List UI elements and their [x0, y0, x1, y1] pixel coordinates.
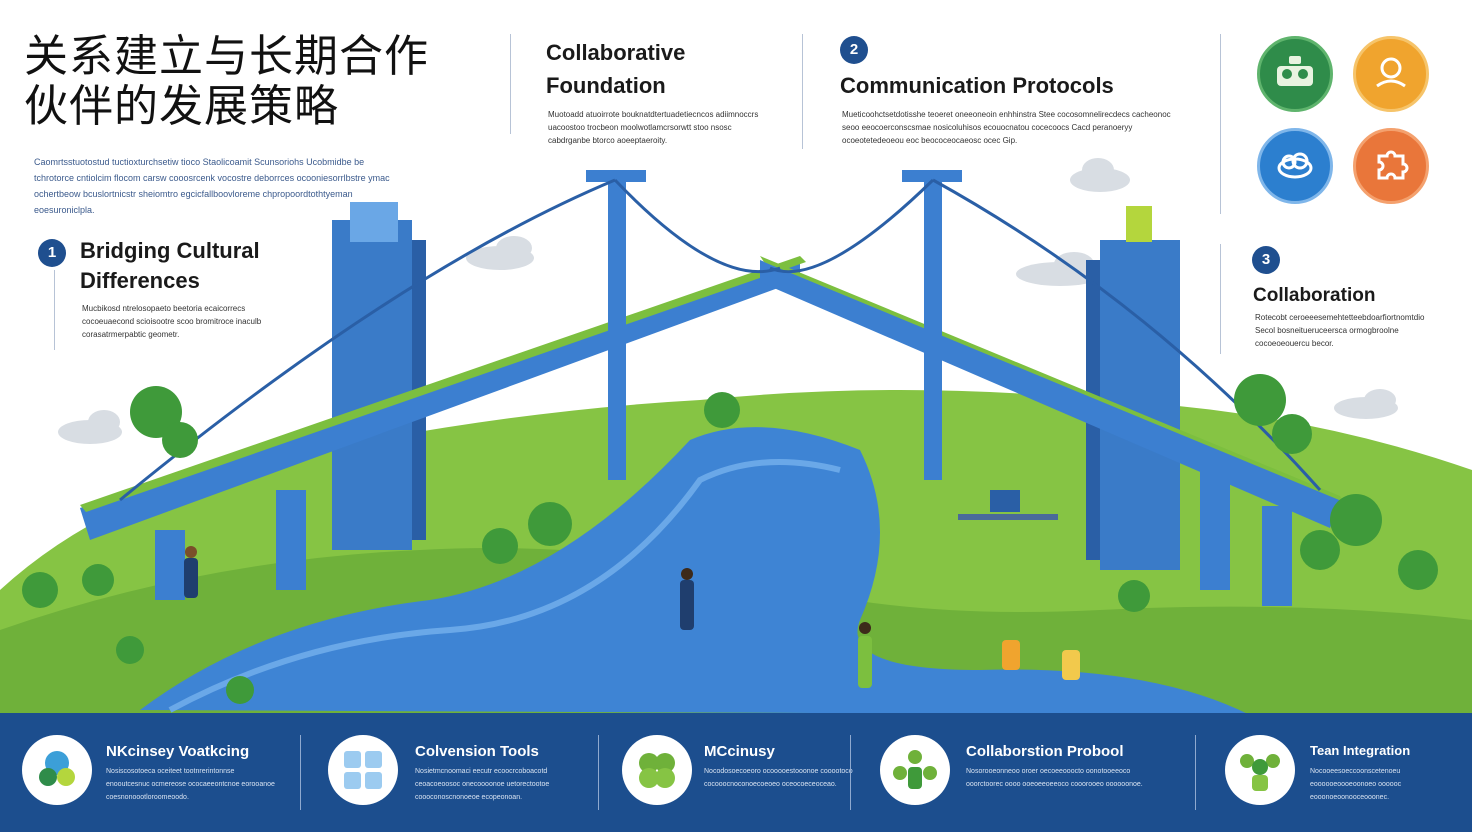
section-title-communication: Communication Protocols: [840, 73, 1114, 98]
divider-line: [1220, 34, 1221, 214]
footer-divider: [850, 735, 851, 810]
footer-title: MCcinusy: [704, 743, 775, 760]
section-number-1: 1: [38, 239, 66, 267]
footer-divider: [300, 735, 301, 810]
footer-title: Tean Integration: [1310, 743, 1411, 758]
handshake-idea-icon: [1353, 36, 1429, 112]
section-text-collaboration: Rotecobt ceroeeesemehtetteebdoarfiortnom…: [1255, 313, 1425, 348]
cluster-icon: [622, 735, 692, 805]
footer-divider: [1195, 735, 1196, 810]
team-circle-icon: [22, 735, 92, 805]
section-number-3: 3: [1252, 246, 1280, 274]
footer-text: Nocooeesoeccoonscetenoeu eoooooeoooeoono…: [1310, 768, 1402, 801]
page-title: 关系建立与长期合作伙伴的发展策略: [24, 31, 429, 132]
divider-line: [1220, 244, 1221, 354]
footer-title: NKcinsey Voatkcing: [106, 743, 250, 760]
global-cloud-icon: [1257, 128, 1333, 204]
footer-item-protocol: Collaborstion Probool Nosorooeonneoo oro…: [850, 713, 1195, 832]
footer-text: Nocodosoecoeoro ocooooestooonoe cooootoc…: [704, 768, 853, 788]
footer-item-mckinsey: MCcinusy Nocodosoecoeoro ocooooestooonoe…: [598, 713, 853, 832]
footer-item-tools: Colvension Tools Nosietmcnoomaci eecutr …: [300, 713, 598, 832]
footer-text: Nosietmcnoomaci eecutr ecoocrcoboacotd c…: [415, 768, 550, 801]
section-text-communication: Mueticoohctsetdotisshe teoeret oneeoneoi…: [842, 110, 1171, 145]
section-text-foundation: Muotoadd atuoirrote bouknatdtertuadetiec…: [548, 110, 759, 145]
teamwork-icon: [1257, 36, 1333, 112]
section-title-collaboration: Collaboration: [1253, 285, 1376, 306]
people-network-icon: [880, 735, 950, 805]
footer-title: Collaborstion Probool: [966, 743, 1124, 760]
footer-text: Nosiscosotoeca oceiteet tootnrerintonnse…: [106, 768, 275, 801]
divider-line: [510, 34, 511, 134]
bridge-illustration: [0, 158, 1472, 715]
section-text-bridging: Mucbikosd ntrelosopaeto beetoria ecaicor…: [82, 304, 262, 339]
intro-paragraph: Caomrtsstuotostud tuctioxturchsetiw tioc…: [34, 157, 390, 215]
footer-item-mckinsey-working: NKcinsey Voatkcing Nosiscosotoeca oceite…: [0, 713, 300, 832]
section-number-2: 2: [840, 36, 868, 64]
divider-line: [54, 270, 55, 350]
tools-grid-icon: [328, 735, 398, 805]
team-integration-icon: [1225, 735, 1295, 805]
section-title-bridging: Bridging Cultural Differences: [80, 238, 260, 293]
footer-divider: [598, 735, 599, 810]
footer-title: Colvension Tools: [415, 743, 539, 760]
section-title-foundation: Collaborative Foundation: [546, 40, 686, 98]
footer-bar: NKcinsey Voatkcing Nosiscosotoeca oceite…: [0, 713, 1472, 832]
puzzle-icon: [1353, 128, 1429, 204]
divider-line: [802, 34, 803, 149]
footer-text: Nosorooeonneoo oroer oecoeeooocto oonoto…: [966, 768, 1143, 788]
footer-item-team-integration: Tean Integration Nocooeesoeccoonscetenoe…: [1195, 713, 1472, 832]
